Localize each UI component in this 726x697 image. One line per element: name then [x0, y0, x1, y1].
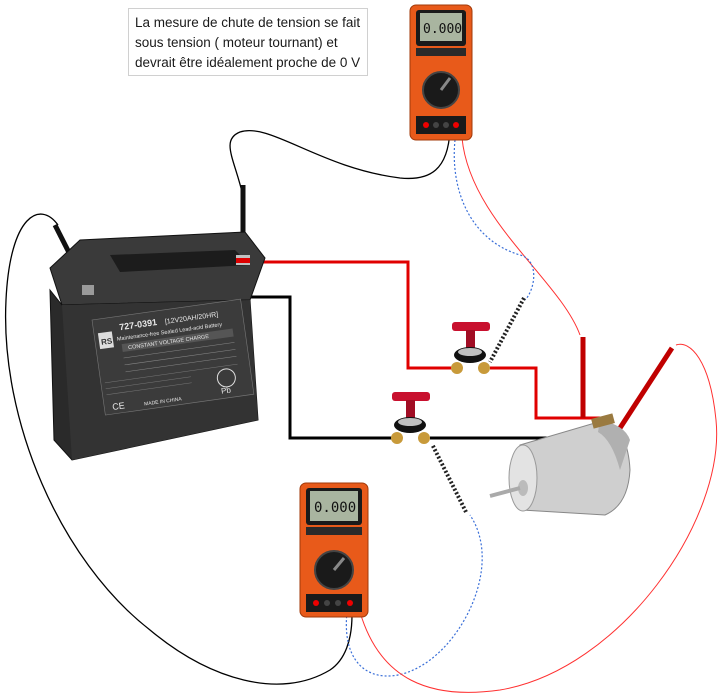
red-wire-switch-to-motor — [490, 366, 606, 430]
black-wire-top-meter-loop — [229, 129, 451, 197]
ce-mark: CE — [112, 400, 126, 412]
battery-label: RS 727-0391 [12V20AH/20HR] Maintenance-f… — [91, 298, 255, 416]
multimeter-bottom-reading: 0.000 — [314, 500, 356, 516]
multimeter-bottom: 0.000 — [299, 482, 369, 618]
annotation-note: La mesure de chute de tension se fait so… — [128, 8, 368, 76]
black-wire-left-loop — [4, 213, 353, 685]
note-line-3: devrait être idéalement proche de 0 V — [135, 55, 361, 70]
multimeter-top: 0.000 — [409, 4, 473, 141]
red-wire-positive — [255, 260, 462, 370]
battery-origin: MADE IN CHINA — [144, 396, 183, 407]
red-probe-lead-top — [461, 137, 581, 336]
note-line-2: sous tension ( moteur tournant) et — [135, 35, 338, 50]
probe-switch2-dotted — [430, 443, 468, 513]
recycle-pb: Pb — [221, 385, 232, 395]
multimeter-top-reading: 0.000 — [423, 22, 462, 37]
note-line-1: La mesure de chute de tension se fait — [135, 15, 361, 30]
blue-dotted-lead-top — [453, 139, 535, 301]
probe-motor-red-2 — [617, 346, 675, 430]
multimeter-top-lcd — [420, 13, 462, 41]
blue-dotted-lead-bottom — [345, 514, 483, 677]
battery-terminal-negative — [82, 285, 94, 295]
rs-logo — [97, 331, 115, 350]
battery-switch-2 — [391, 392, 430, 444]
probe-switch1-dotted — [488, 297, 526, 363]
dc-motor — [489, 413, 631, 516]
svg-text:RS: RS — [101, 336, 114, 347]
red-probe-lead-bottom — [359, 343, 718, 693]
battery: RS 727-0391 [12V20AH/20HR] Maintenance-f… — [49, 231, 266, 461]
battery-switch-1 — [451, 322, 490, 374]
recycle-icon: Pb — [216, 368, 236, 396]
multimeter-bottom-lcd — [310, 491, 358, 521]
